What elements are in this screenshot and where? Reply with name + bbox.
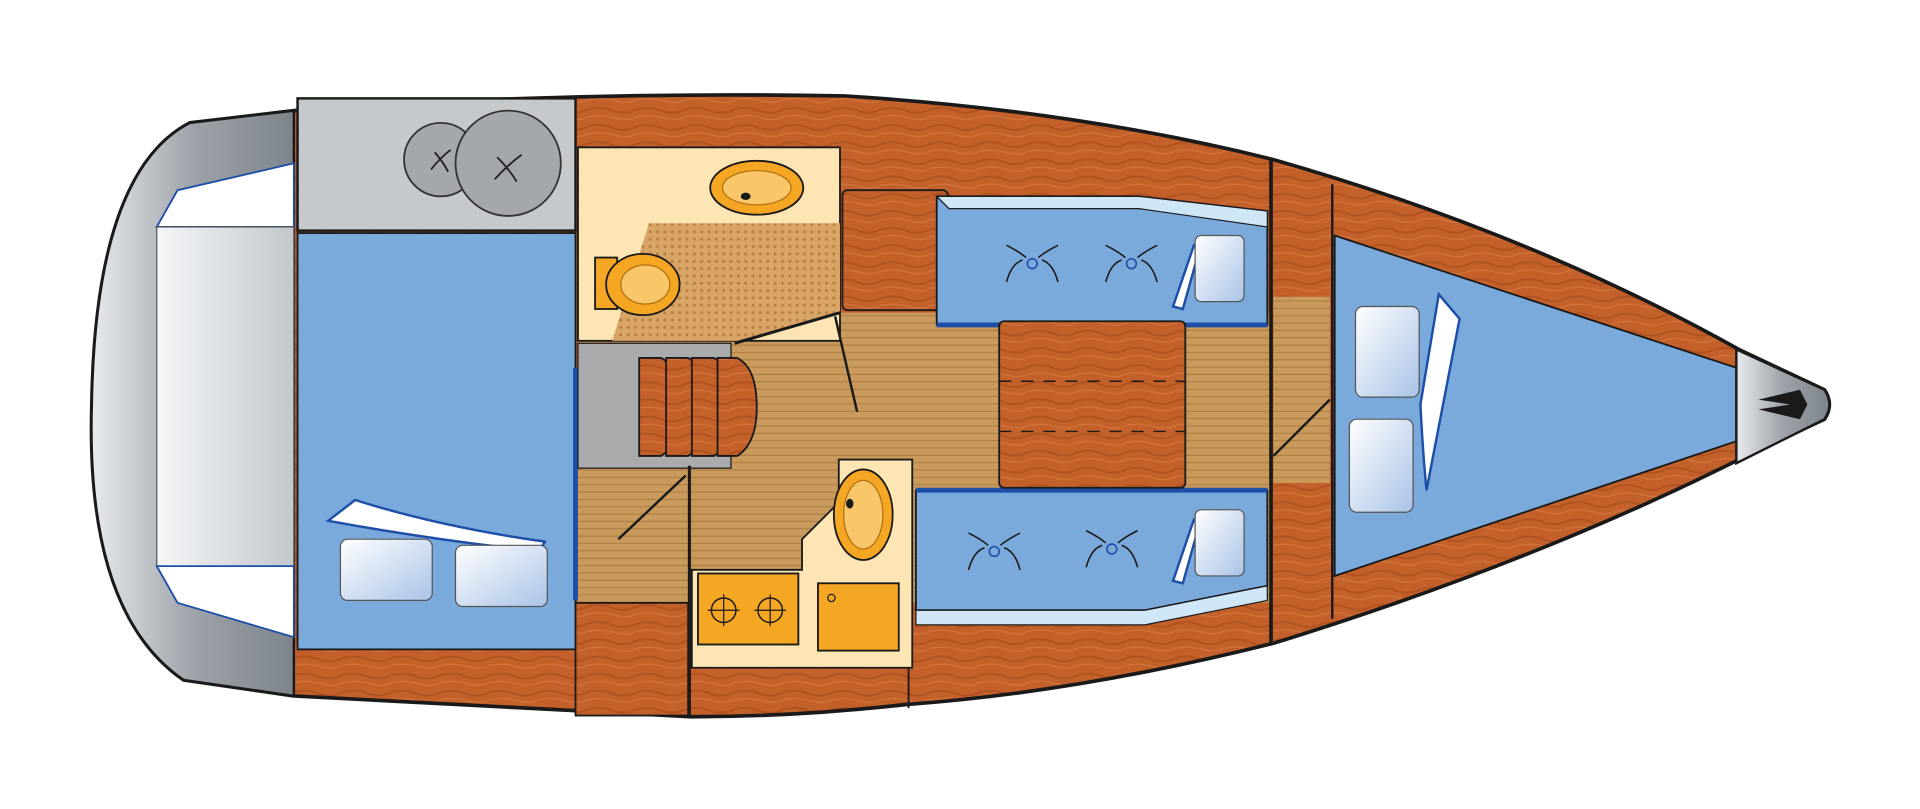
- sink-icon: [709, 159, 805, 216]
- salon-table[interactable]: [998, 320, 1187, 489]
- pillow-icon: [1194, 509, 1245, 577]
- stove-icon: [697, 572, 800, 646]
- fridge-icon: [817, 582, 900, 652]
- forward-blanket: [1419, 291, 1461, 491]
- pillow-icon: [1194, 234, 1245, 303]
- toilet-icon: [594, 252, 681, 317]
- companionway-steps[interactable]: [638, 357, 758, 457]
- pillow-icon: [1354, 305, 1420, 398]
- galley-sink-icon: [832, 468, 894, 561]
- head-door[interactable]: [734, 311, 841, 345]
- cushion-buttons: [967, 244, 1158, 571]
- propeller-icon: [403, 109, 562, 217]
- cockpit-floor: [156, 226, 295, 567]
- head-grating: [612, 223, 840, 341]
- anchor-fitting-icon: [1758, 389, 1808, 420]
- forepeak-floor: [1273, 296, 1330, 483]
- aft-cabinet: [574, 601, 690, 717]
- salon-cabinet: [841, 189, 949, 312]
- door[interactable]: [617, 474, 687, 541]
- pillow-icon: [1348, 418, 1414, 513]
- door[interactable]: [1272, 398, 1331, 457]
- pillow-icon: [339, 538, 433, 602]
- pillow-icon: [454, 544, 548, 608]
- door[interactable]: [833, 316, 859, 413]
- cockpit-seat-bottom: [155, 565, 295, 639]
